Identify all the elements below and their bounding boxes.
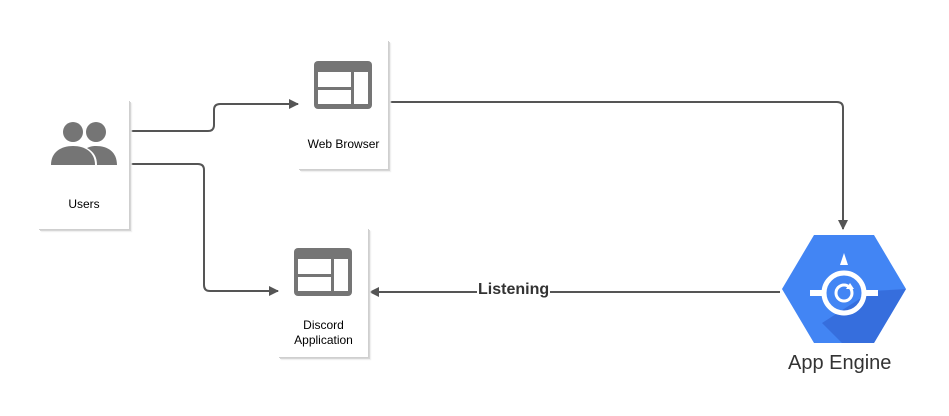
browser-window-icon	[314, 61, 372, 109]
web-browser-node: Web Browser	[299, 41, 389, 170]
edge-users-to-discord	[130, 163, 279, 296]
edge-users-to-web-browser	[130, 99, 299, 132]
users-label: Users	[68, 197, 100, 211]
edge-label-listening: Listening	[477, 281, 551, 299]
discord-application-label-line2: Application	[294, 333, 353, 347]
discord-application-node: Discord Application	[279, 229, 369, 358]
app-engine-icon	[782, 235, 906, 343]
app-engine-label: App Engine	[788, 352, 892, 374]
web-browser-label: Web Browser	[307, 137, 380, 151]
edge-web-browser-to-app-engine	[388, 101, 848, 230]
discord-application-label-line1: Discord	[303, 318, 344, 332]
users-icon	[51, 122, 117, 165]
users-node: Users	[39, 101, 130, 230]
browser-window-icon	[294, 248, 352, 296]
